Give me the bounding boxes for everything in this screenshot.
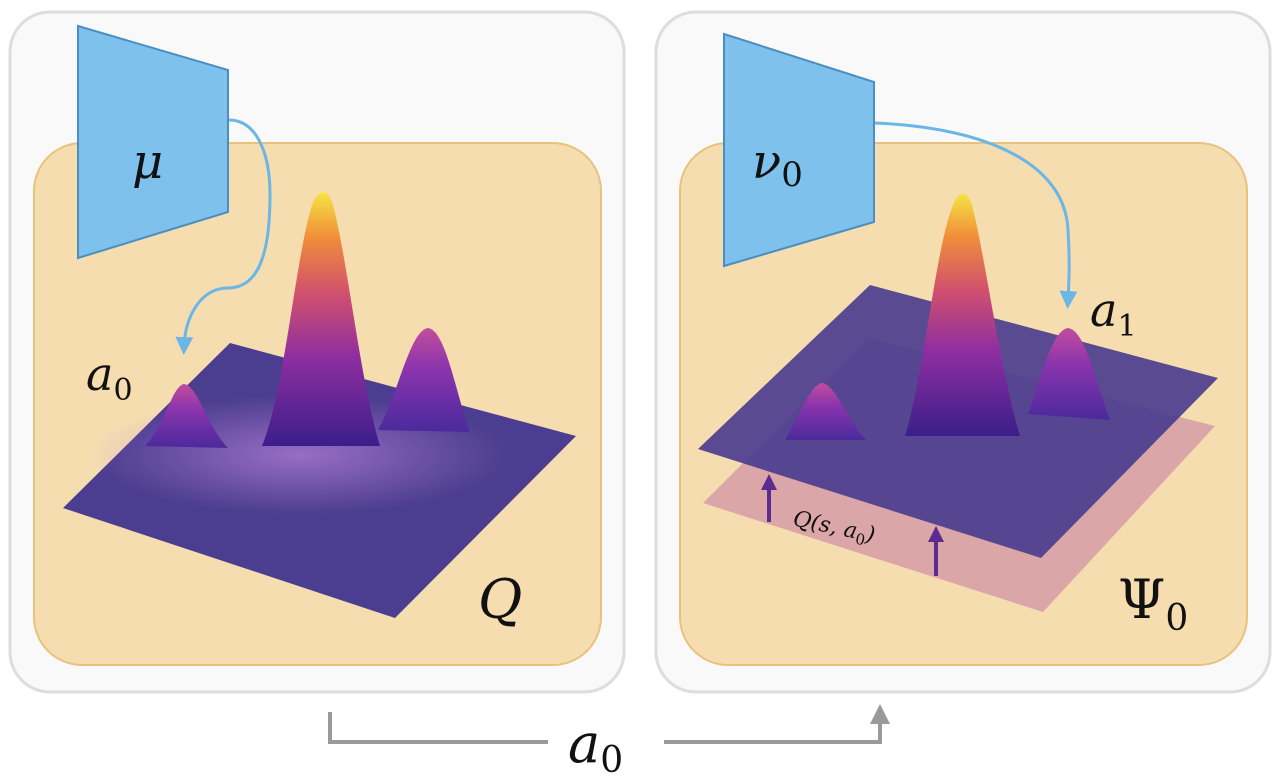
nu-network-shape <box>723 32 875 268</box>
left-small-bump <box>145 384 228 448</box>
right-right-bump <box>1028 328 1110 420</box>
right-panel: ν0 a1 Q(s, a0) Ψ0 <box>654 10 1272 694</box>
right-function-label: Ψ0 <box>1118 568 1188 639</box>
left-action-label: a0 <box>86 347 133 408</box>
left-panel: μ a0 Q <box>8 10 626 694</box>
bottom-arrow-left-segment <box>328 712 548 744</box>
bottom-arrow: a0 <box>328 704 890 780</box>
right-small-bump <box>785 383 866 440</box>
left-tall-peak <box>262 192 380 446</box>
left-function-label: Q <box>478 568 522 631</box>
bottom-arrow-right-segment <box>664 704 890 744</box>
mu-network-shape <box>77 24 229 260</box>
mu-network-label: μ <box>132 134 163 190</box>
mu-output-curve <box>175 118 272 355</box>
nu-output-curve <box>874 121 1078 309</box>
left-right-bump <box>378 328 470 432</box>
bottom-arrow-label: a0 <box>568 712 623 780</box>
right-action-label: a1 <box>1090 283 1137 344</box>
right-tall-peak <box>905 193 1020 436</box>
nu-network-label: ν0 <box>752 134 803 195</box>
offset-label: Q(s, a0) <box>790 506 877 551</box>
